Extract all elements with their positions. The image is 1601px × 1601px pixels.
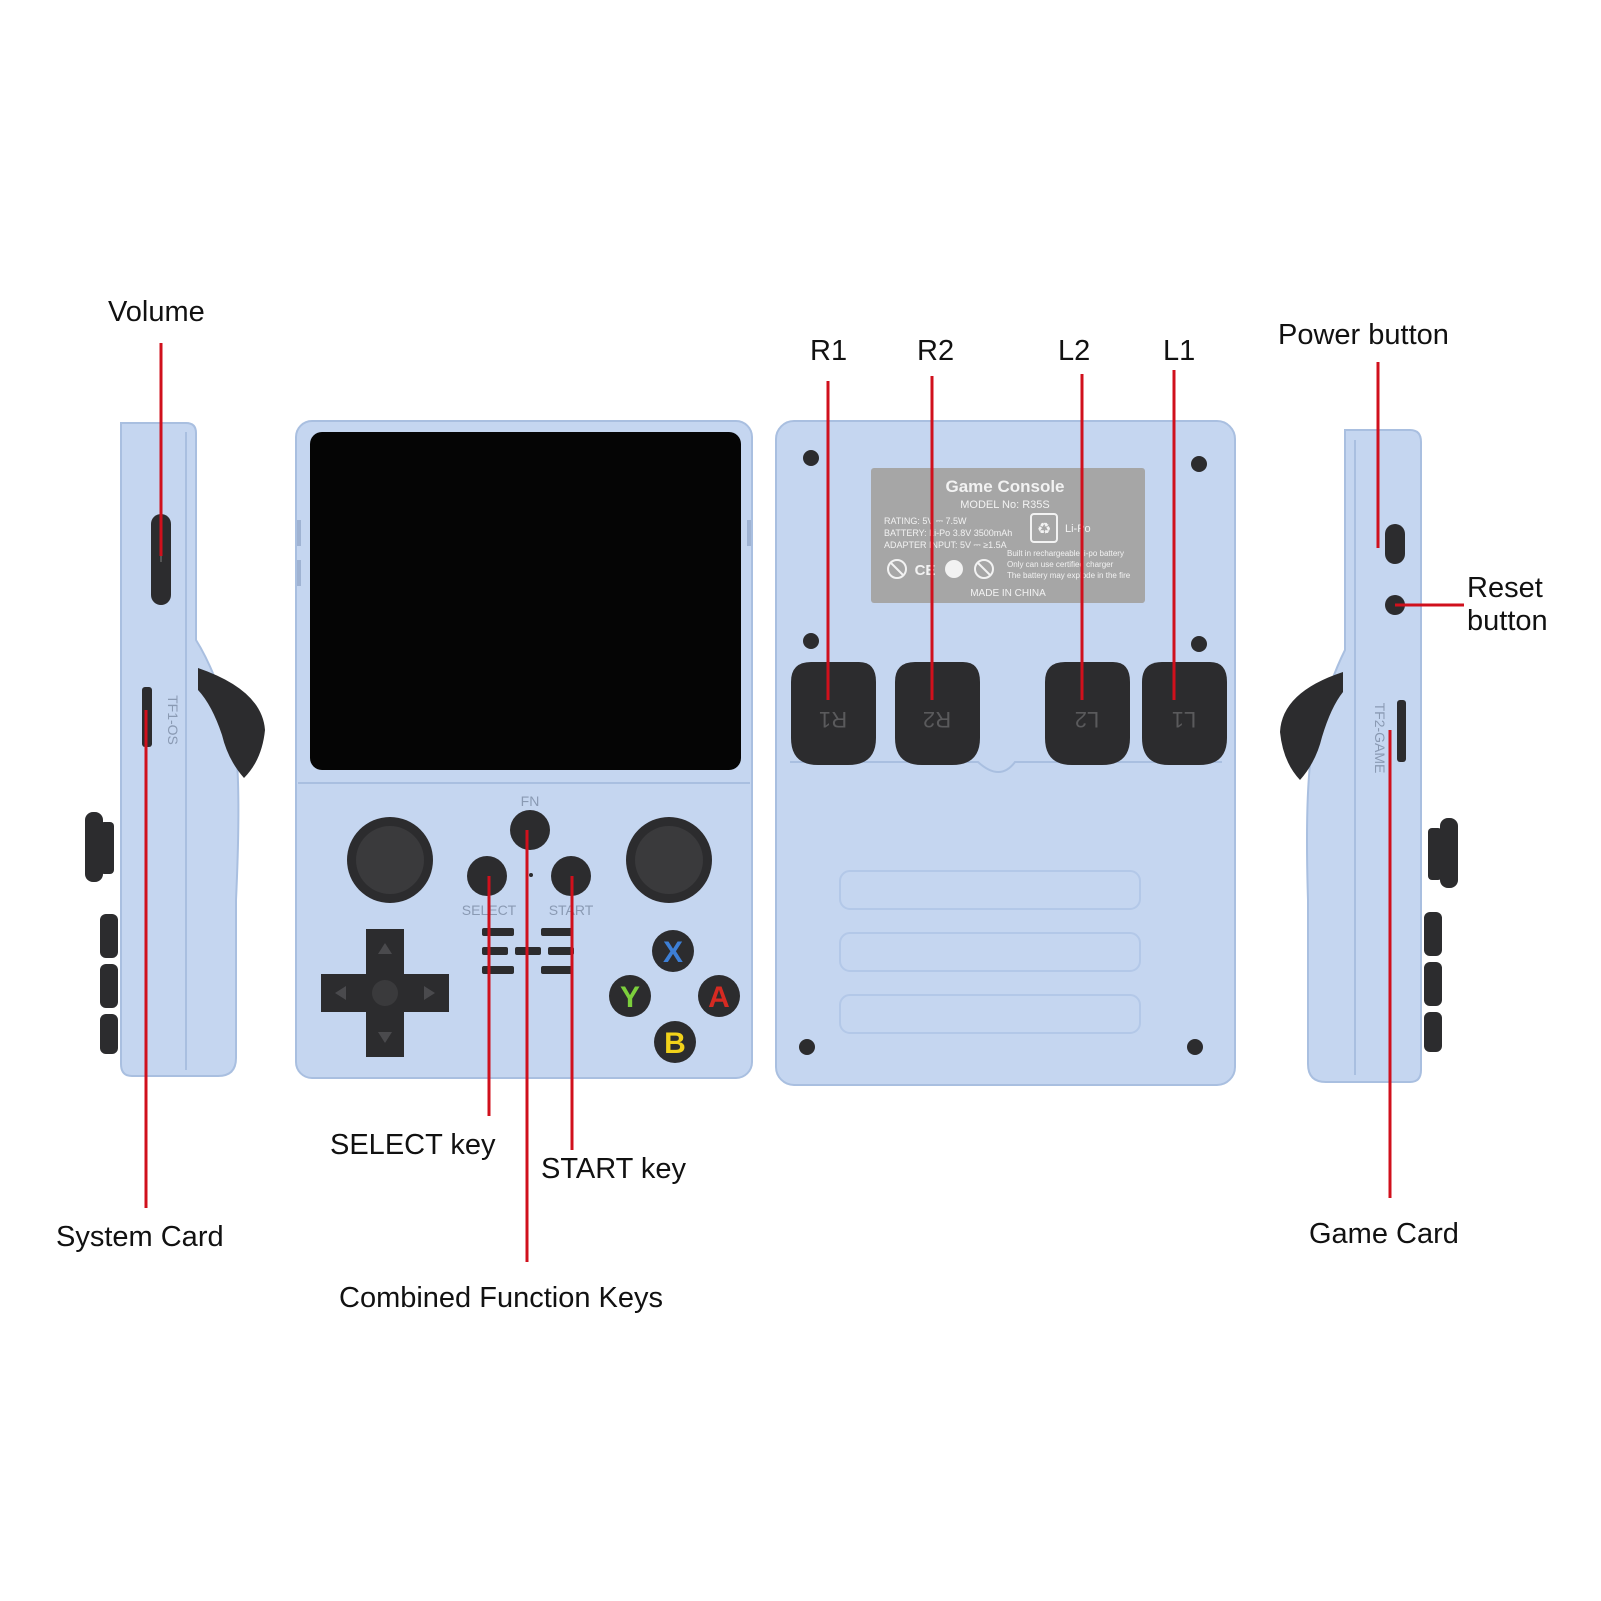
callout-game-card: Game Card [1309,1218,1459,1250]
callout-select-key: SELECT key [330,1129,496,1161]
x-button-label: X [663,936,683,969]
left-side-view: TF1-OS [85,422,265,1077]
x-button[interactable] [652,930,694,972]
no-bin-icon [887,559,907,579]
fn-button[interactable] [510,810,550,850]
callout-volume: Volume [108,296,205,328]
info-label-plate [871,468,1145,603]
left-side-shoulder-bump [198,668,265,778]
callout-l1: L1 [1163,335,1196,367]
label-warning-2: Only can use certified charger [1007,560,1114,569]
callout-power-button: Power button [1278,319,1449,351]
game-card-slot[interactable] [1397,700,1406,762]
y-button-label: Y [620,981,640,1014]
screen [310,432,741,770]
label-adapter: ADAPTER INPUT: 5V ⎓ ≥1.5A [884,540,1007,550]
label-title: Game Console [945,477,1064,496]
svg-text:♻: ♻ [1037,519,1051,538]
leader-lines [144,343,1464,1262]
left-side-body [120,422,240,1077]
back-view: Game Console MODEL No: R35S RATING: 5V ⎓… [775,420,1236,1086]
recycle-icon [1030,513,1058,543]
callout-system-card: System Card [56,1221,224,1253]
r1-label: R1 [819,707,847,732]
a-button-label: A [708,981,730,1014]
label-warning-3: The battery may explode in the fire [1007,571,1131,580]
face-buttons-side [1424,912,1442,956]
b-button[interactable] [654,1021,696,1063]
shoulder-button-l2[interactable]: L2 [1045,662,1130,765]
callout-r1: R1 [810,335,848,367]
y-button[interactable] [609,975,651,1017]
dpad-side [100,914,118,958]
callout-r2: R2 [917,335,955,367]
label-made-in: MADE IN CHINA [970,588,1046,599]
shoulder-button-r1[interactable]: R1 [791,662,876,765]
right-side-shoulder-bump [1280,672,1343,780]
front-view: FN SELECT START X Y A [295,420,753,1079]
callout-reset-button: Reset button [1467,572,1548,638]
label-lipo: Li-Po [1065,523,1091,535]
fn-label: FN [521,793,540,809]
label-rating: RATING: 5V ⎓ 7.5W [884,516,967,526]
l2-label: L2 [1075,707,1099,732]
select-button[interactable] [467,856,507,896]
label-battery: BATTERY: Li-Po 3.8V 3500mAh [884,528,1012,538]
callout-l2: L2 [1058,335,1091,367]
callout-combined-function-keys: Combined Function Keys [339,1282,663,1314]
right-joystick-side [1440,818,1458,888]
l1-label: L1 [1172,707,1196,732]
r2-label: R2 [923,707,951,732]
shoulder-button-l1[interactable]: L1 [1142,662,1227,765]
b-button-label: B [664,1027,686,1060]
callout-start-key: START key [541,1153,687,1185]
a-button[interactable] [698,975,740,1017]
power-button[interactable] [1385,524,1405,564]
right-side-view: TF2-GAME [1280,429,1458,1083]
game-card-slot-label: TF2-GAME [1372,703,1388,774]
ce-mark-icon: CE [915,562,936,579]
left-joystick-side [85,812,103,882]
label-warning-1: Built in rechargeable li-po battery [1007,549,1124,558]
shoulder-button-r2[interactable]: R2 [895,662,980,765]
label-model: MODEL No: R35S [960,499,1049,511]
system-card-slot-label: TF1-OS [165,695,181,745]
screw-icon [799,450,1207,1055]
